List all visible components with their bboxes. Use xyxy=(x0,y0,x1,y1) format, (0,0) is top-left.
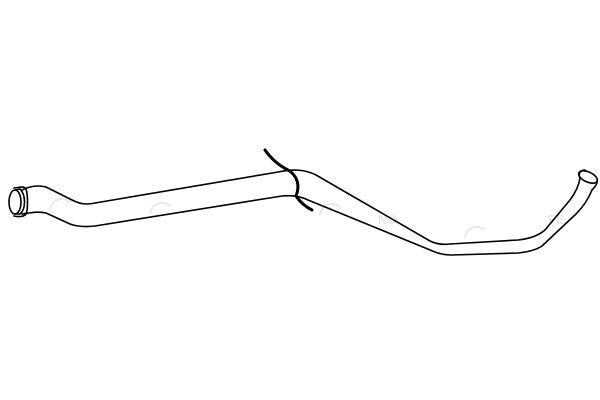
inlet-ring xyxy=(13,186,29,218)
watermark: NO FE xyxy=(49,197,565,239)
inlet-flange xyxy=(14,188,26,215)
pipe-lower-edge xyxy=(21,189,593,256)
watermark-text-1: NO xyxy=(378,212,398,227)
pipe-clamp xyxy=(263,148,314,212)
pipe-outline xyxy=(8,169,599,256)
watermark-text-2: FE xyxy=(548,212,565,227)
outlet-collar xyxy=(578,169,599,191)
pipe-upper-edge xyxy=(21,169,581,246)
inlet-opening xyxy=(8,189,22,215)
